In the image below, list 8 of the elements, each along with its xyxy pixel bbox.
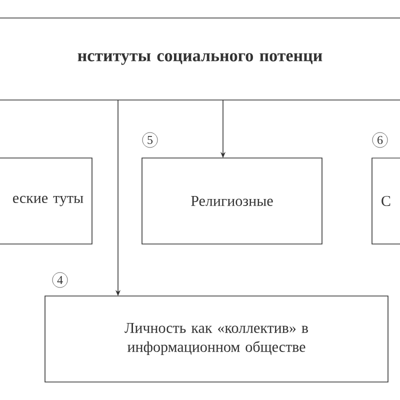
heading-box: нституты социального потенци <box>0 18 400 100</box>
callout-number: 5 <box>142 132 158 148</box>
box: Личность как «коллектив» в информационном обществе <box>44 296 388 382</box>
box: еские туты <box>0 158 92 244</box>
callout-number: 6 <box>372 132 388 148</box>
box: С <box>372 158 400 244</box>
callout-number: 4 <box>52 272 68 288</box>
box: Религиозные <box>142 158 322 244</box>
